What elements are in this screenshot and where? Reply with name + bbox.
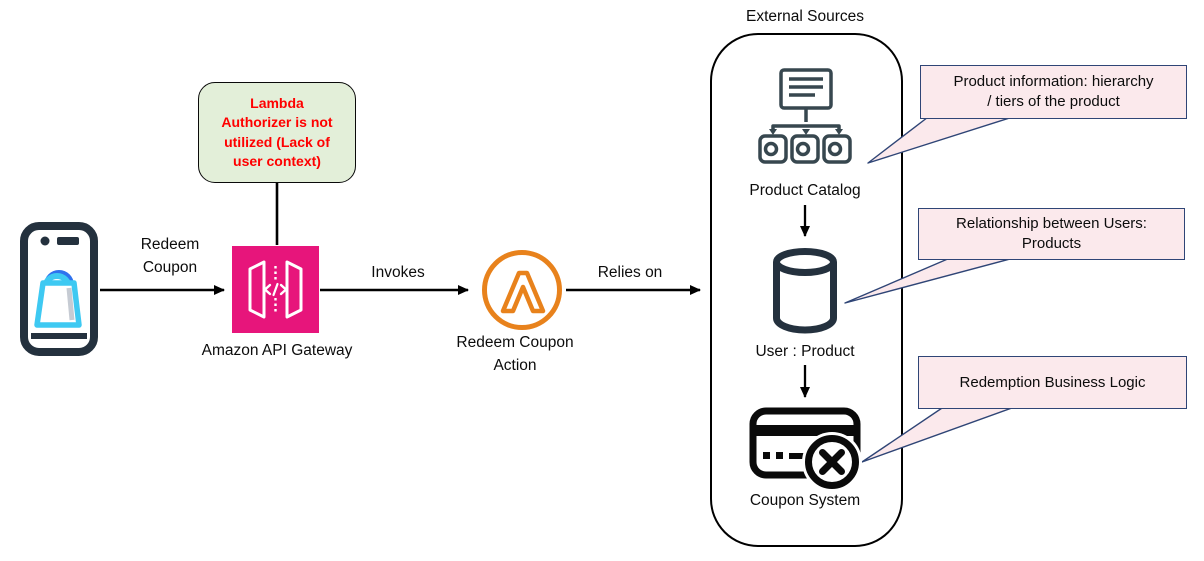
api-gateway-label: Amazon API Gateway: [201, 342, 353, 359]
callout-redemption-text: Redemption Business Logic: [959, 373, 1146, 391]
edge-label-relies-on: Relies on: [597, 264, 663, 281]
callout-relationship-text: Relationship between Users: Products: [956, 215, 1147, 252]
mobile-app-node: [19, 221, 99, 362]
callout-tail-relationship: [844, 254, 1026, 304]
callout-relationship: Relationship between Users: Products: [918, 208, 1185, 260]
user-product-label: User : Product: [755, 343, 855, 360]
database-icon: [773, 248, 837, 334]
callout-tail-redemption: [861, 403, 1024, 463]
lambda-authorizer-note-text: Lambda Authorizer is not utilized (Lack …: [221, 94, 333, 170]
api-gateway-node: [232, 246, 319, 338]
callout-product-info-text: Product information: hierarchy / tiers o…: [953, 73, 1154, 110]
product-catalog-node: [757, 66, 853, 179]
coupon-system-node: [748, 406, 868, 499]
edge-label-invokes: Invokes: [371, 264, 425, 281]
external-sources-title: External Sources: [745, 8, 865, 25]
lambda-label: Redeem Coupon Action: [456, 334, 574, 375]
lambda-authorizer-note: Lambda Authorizer is not utilized (Lack …: [198, 82, 356, 183]
user-product-node: [770, 247, 840, 344]
product-catalog-icon: [758, 68, 852, 164]
callout-product-info: Product information: hierarchy / tiers o…: [920, 65, 1187, 119]
lambda-node: [477, 245, 567, 340]
lambda-icon: [482, 250, 562, 330]
product-catalog-label: Product Catalog: [749, 182, 861, 199]
callout-redemption: Redemption Business Logic: [918, 356, 1187, 409]
api-gateway-icon: [232, 246, 319, 333]
coupon-card-icon: [749, 407, 862, 492]
callout-tail-product-info: [867, 113, 1023, 164]
edge-label-redeem-coupon: Redeem Coupon: [140, 236, 200, 277]
mobile-shopping-app-icon: [20, 222, 98, 356]
coupon-system-label: Coupon System: [749, 492, 861, 509]
external-sources-container: [710, 33, 903, 547]
